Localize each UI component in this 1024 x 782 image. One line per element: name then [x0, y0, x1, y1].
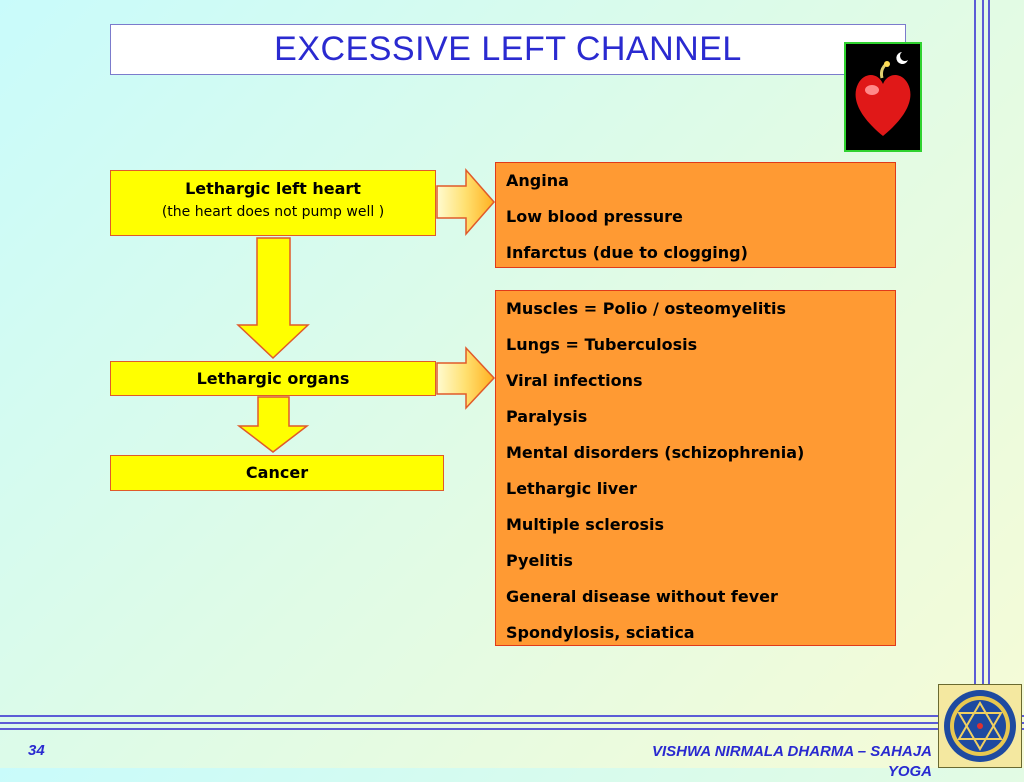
- organ-effect-item: Viral infections: [506, 371, 643, 390]
- lethargic-heart-subtitle: (the heart does not pump well ): [161, 204, 385, 220]
- shri-yantra-icon: [938, 684, 1022, 768]
- right-rule-1: [974, 0, 976, 768]
- lethargic-organs-box: Lethargic organs: [110, 361, 436, 396]
- organ-effect-item: Lungs = Tuberculosis: [506, 335, 698, 354]
- page-title: EXCESSIVE LEFT CHANNEL: [274, 30, 742, 68]
- organ-effect-item: Muscles = Polio / osteomyelitis: [506, 299, 786, 318]
- organ-effect-item: Multiple sclerosis: [506, 515, 665, 534]
- cancer-box: Cancer: [110, 455, 444, 491]
- right-rule-2: [982, 0, 984, 768]
- footer-org-text: VISHWA NIRMALA DHARMA – SAHAJA YOGA: [572, 742, 932, 782]
- slide-number: 34: [28, 742, 45, 759]
- right-arrow-heart-effects: [436, 168, 495, 236]
- heart-effect-item: Low blood pressure: [506, 207, 683, 226]
- bottom-rule-2: [0, 722, 1024, 724]
- organ-effect-item: Paralysis: [506, 407, 588, 426]
- lethargic-organs-title: Lethargic organs: [196, 369, 350, 388]
- lethargic-heart-box: Lethargic left heart (the heart does not…: [110, 170, 436, 236]
- down-arrow-organs-to-cancer: [236, 396, 310, 453]
- heart-effect-item: Infarctus (due to clogging): [506, 243, 748, 262]
- organ-effect-item: Spondylosis, sciatica: [506, 623, 695, 642]
- down-arrow-heart-to-organs: [236, 237, 310, 360]
- footer-org-line2: YOGA: [887, 763, 932, 780]
- bottom-rule-1: [0, 715, 1024, 717]
- organ-effect-item: Pyelitis: [506, 551, 573, 570]
- lethargic-heart-title: Lethargic left heart: [185, 179, 361, 198]
- bottom-rule-3: [0, 728, 1024, 730]
- cancer-title: Cancer: [245, 463, 309, 482]
- title-box: EXCESSIVE LEFT CHANNEL: [110, 24, 906, 75]
- right-arrow-organ-effects: [436, 346, 496, 410]
- right-rule-3: [988, 0, 990, 768]
- footer-org-line1: VISHWA NIRMALA DHARMA – SAHAJA: [651, 743, 932, 760]
- organ-effect-item: Lethargic liver: [506, 479, 637, 498]
- organ-effect-item: Mental disorders (schizophrenia): [506, 443, 805, 462]
- heart-image-icon: [844, 42, 922, 152]
- heart-effect-item: Angina: [506, 171, 569, 190]
- organ-effect-item: General disease without fever: [506, 587, 778, 606]
